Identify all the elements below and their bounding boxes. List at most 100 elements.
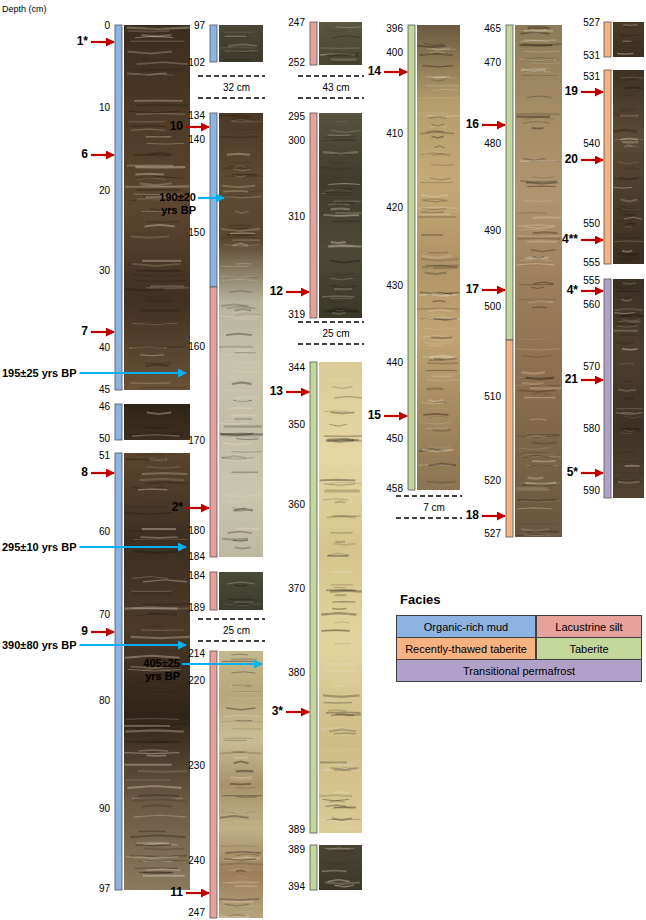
core-texture [521,372,545,373]
core-texture [129,111,181,113]
core-texture [521,452,548,454]
core-texture [139,479,184,480]
depth-label: 60 [99,526,110,537]
core-texture [519,59,557,60]
core-texture [419,54,453,55]
core-texture [220,916,249,918]
sample-arrow [91,331,114,333]
core-texture [140,309,180,311]
depth-label: 46 [99,401,110,412]
core-texture [234,309,251,311]
core-image [319,845,362,890]
core-texture [614,309,643,310]
depth-label: 394 [288,881,305,892]
core-texture [224,425,262,427]
core-texture [223,443,252,445]
core-texture [335,681,361,683]
core-texture [125,607,178,610]
depth-label: 70 [99,609,110,620]
core-texture [623,214,635,217]
core-texture [234,601,254,602]
core-image [124,453,190,890]
core-texture [229,291,252,293]
core-texture [434,146,444,148]
core-texture [232,239,260,241]
core-texture [616,220,632,221]
depth-label: 389 [288,844,305,855]
depth-label: 240 [188,855,205,866]
core-texture [223,190,248,192]
facies-bar [604,279,611,498]
core-texture [424,200,448,201]
core-texture [224,59,253,62]
core-texture [427,362,458,364]
core-texture [124,764,171,766]
core-texture [618,94,634,95]
gap-label: 43 cm [322,82,349,93]
core-texture [334,732,357,734]
depth-label: 555 [583,257,600,268]
core-texture [132,323,178,324]
core-texture [137,62,188,64]
core-texture [334,214,359,216]
sample-arrow [286,711,309,713]
sample-arrow [186,507,209,509]
depth-label: 160 [188,341,205,352]
core-texture [141,650,182,651]
core-texture [223,737,254,739]
core-texture [623,27,642,29]
core-texture [231,129,259,130]
core-texture [530,250,555,252]
core-texture [139,723,189,724]
core-texture [141,629,183,631]
core-texture [227,599,254,600]
core-texture [125,513,172,514]
core-texture [621,388,642,389]
sample-arrow [482,289,505,291]
core-texture [516,264,554,265]
core-texture [221,720,257,721]
core-texture [236,770,254,773]
core-image [613,70,644,264]
core-texture [320,761,347,763]
core-texture [231,672,255,673]
core-texture [136,113,185,115]
facies-bar [210,287,217,557]
core-texture [619,461,637,462]
date-label: 390±80 yrs BP [2,639,77,651]
core-texture [220,237,259,238]
core-texture [146,432,180,433]
depth-label: 10 [99,102,110,113]
core-texture [139,830,166,832]
core-image [417,25,460,490]
legend-swatch: Transitional permafrost [396,659,642,682]
sample-number: 14 [368,65,381,78]
core-texture [234,314,262,316]
depth-label: 184 [188,551,205,562]
core-texture [234,174,259,175]
core-texture [426,482,455,483]
core-texture [518,225,556,226]
core-texture [235,211,249,213]
core-texture [335,213,361,214]
core-texture [434,358,457,359]
depth-label: 45 [99,384,110,395]
sample-arrow [286,291,309,293]
core-texture [324,702,352,704]
core-texture [322,821,353,823]
core-image [219,651,263,918]
core-texture [624,217,642,219]
core-texture [522,75,557,76]
core-texture [427,345,445,347]
core-texture [620,297,633,299]
core-texture [529,67,551,68]
sample-arrow [384,415,407,417]
facies-bar [115,453,122,890]
core-texture [221,475,257,477]
core-texture [137,270,182,272]
gap-line [298,75,364,77]
core-texture [426,211,459,212]
core-texture [221,720,262,722]
